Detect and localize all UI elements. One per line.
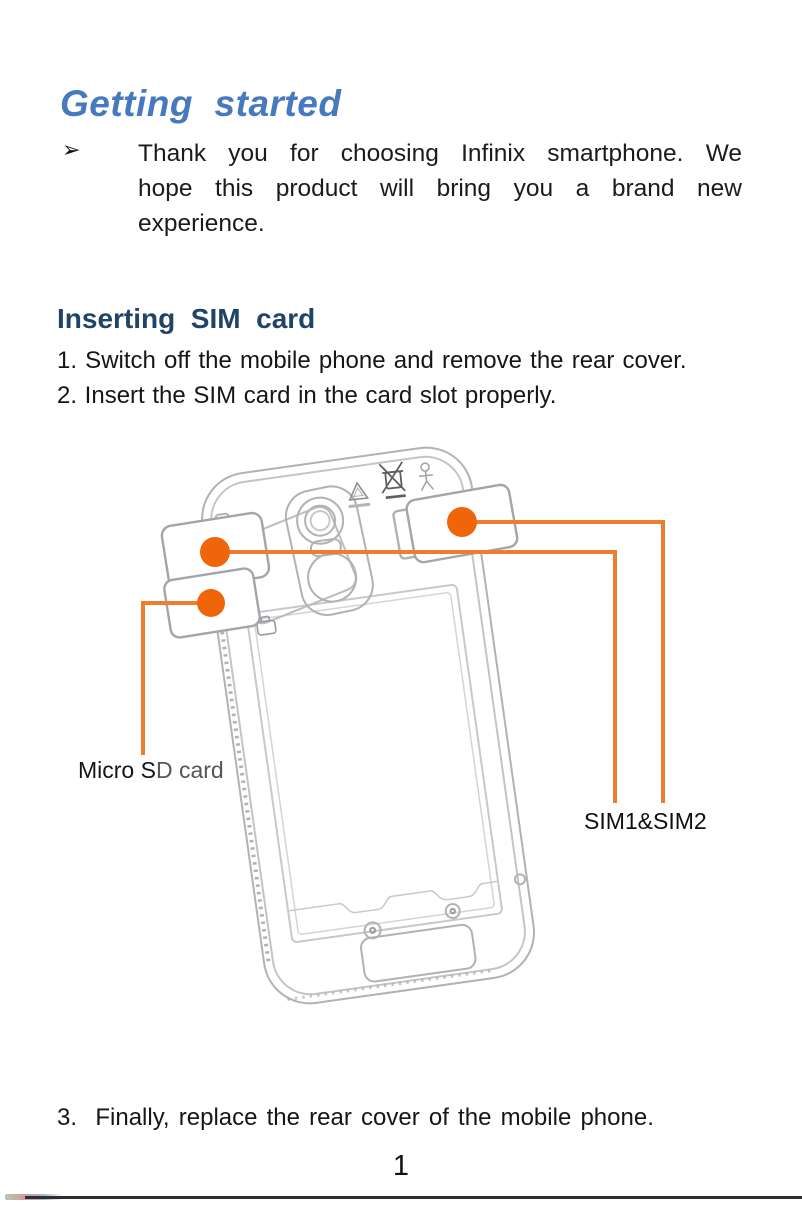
callout-dot [197,589,225,617]
sim1-sim2-label: SIM1&SIM2 [584,808,707,834]
weee-crossed-bin-icon [378,461,406,499]
page-bottom-rule [25,1196,802,1199]
intro-line: Thank you for choosing Infinix smartphon… [138,140,742,167]
step-2: 2. Insert the SIM card in the card slot … [57,382,557,409]
callout-line-sim2 [215,550,617,803]
micro-sd-label-dark: Micro S [78,757,156,783]
symbol-icons [348,461,435,508]
intro-line: experience. [138,210,265,237]
recycle-icon [348,481,371,508]
arrowhead-bullet-icon: ➢ [62,137,81,162]
step-3: 3. Finally, replace the rear cover of th… [57,1104,654,1131]
caution-person-icon [418,462,435,492]
callout-line-microsd [141,601,211,755]
intro-line: hope this product will bring you a brand… [138,175,742,202]
callout-lines [141,520,665,803]
callout-dot [200,537,230,567]
page-title: Getting started [60,82,342,124]
phone-outline [201,446,536,1005]
intro-text: Thank you for choosing Infinix smartphon… [138,136,742,241]
micro-sd-label: Micro SD card [78,757,224,784]
camera-lens-icon [296,496,345,545]
callout-dots [197,507,477,617]
callout-line-sim1 [462,520,665,803]
micro-sd-label-gray: D card [155,757,224,783]
page-number: 1 [392,1150,410,1182]
intro-paragraph: ➢ Thank you for choosing Infinix smartph… [62,136,744,241]
screw-icon [363,873,526,940]
step-1: 1. Switch off the mobile phone and remov… [57,347,687,374]
section-heading: Inserting SIM card [57,303,316,335]
callout-dot [447,507,477,537]
card-pictogram [256,615,277,636]
